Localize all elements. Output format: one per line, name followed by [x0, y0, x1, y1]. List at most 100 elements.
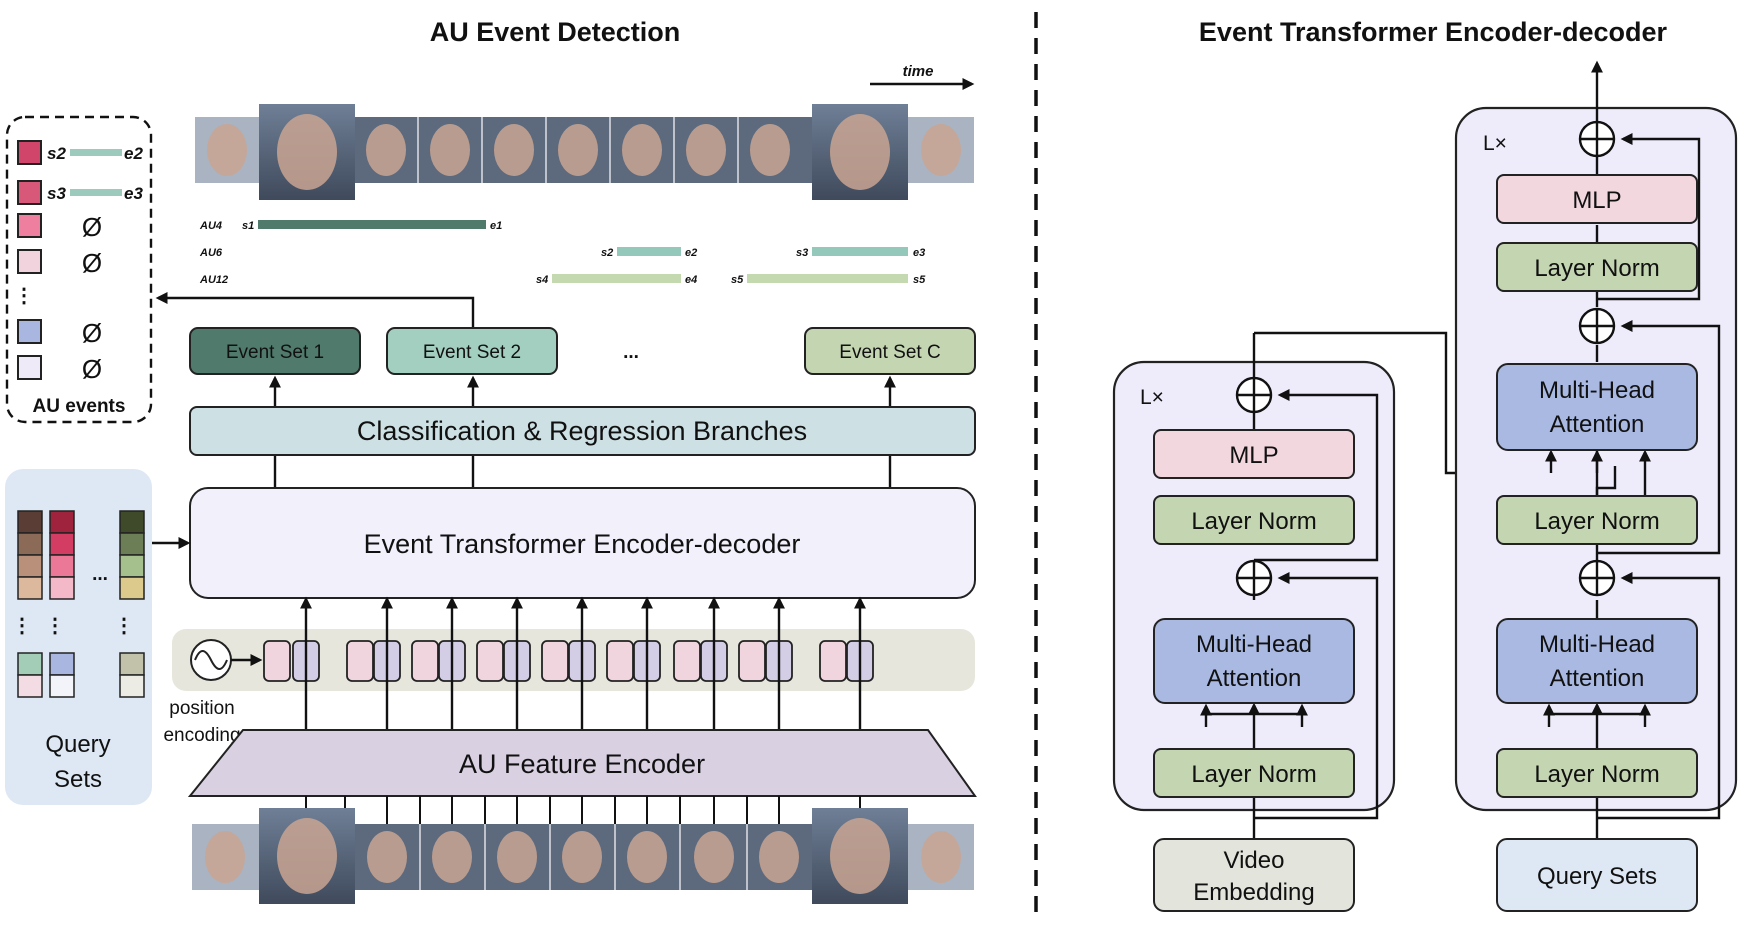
decoder-query-sets-label: Query Sets — [1537, 863, 1657, 890]
event-set-1 — [189, 327, 361, 375]
au-timeline: AU4 s1 e1 AU6 s2 e2 s3 e3 AU12 s4 e4 s5 … — [199, 220, 926, 286]
decoder-block: L× Layer Norm Multi-Head Attention — [1454, 60, 1738, 839]
au-feature-encoder — [187, 729, 977, 797]
decoder-self-attention-line1: Multi-Head — [1539, 631, 1655, 658]
au-label: AU4 — [199, 220, 222, 232]
event-swatch — [17, 355, 42, 380]
event-transformer-label: Event Transformer Encoder-decoder — [364, 529, 801, 559]
query-sets-panel: ... ⋮ ⋮ ⋮ Query Sets — [5, 469, 152, 805]
decoder-mlp — [1496, 174, 1698, 224]
video-embedding-line1: Video — [1224, 847, 1285, 874]
vertical-ellipsis: ⋮ — [12, 615, 32, 637]
decoder-mlp-label: MLP — [1572, 187, 1621, 214]
residual-connection — [1597, 572, 1721, 820]
decoder-layer-norm-bottom-label: Layer Norm — [1534, 761, 1659, 788]
time-label: time — [903, 63, 934, 80]
segment-start: s3 — [796, 247, 808, 259]
add-icon — [1578, 120, 1616, 158]
position-encoding-line1: position — [169, 698, 235, 719]
encoder-repeat: L× — [1140, 386, 1164, 409]
residual-connection — [1254, 389, 1379, 562]
event-swatch — [17, 319, 42, 344]
residual-connection — [1597, 133, 1701, 301]
video-embedding — [1153, 838, 1355, 912]
decoder-layer-norm-bottom — [1496, 748, 1698, 798]
decoder-layer-norm-mid-label: Layer Norm — [1534, 508, 1659, 535]
decoder-cross-attention-line1: Multi-Head — [1539, 377, 1655, 404]
decoder-self-attention-line2: Attention — [1550, 665, 1645, 692]
event-end: e3 — [124, 184, 143, 203]
event-set-2-label: Event Set 2 — [423, 342, 521, 363]
connector — [1204, 712, 1304, 727]
decoder-self-attention — [1496, 618, 1698, 704]
segment-start: s1 — [242, 220, 254, 232]
add-icon — [1235, 376, 1273, 414]
au-label: AU6 — [199, 247, 223, 259]
timeline-segment — [617, 247, 681, 256]
segment-start: s5 — [731, 274, 744, 286]
au-events-caption: AU events — [33, 396, 126, 417]
timeline-segment — [258, 220, 486, 229]
event-sets-ellipsis: ... — [623, 342, 639, 363]
decoder-layer-norm-mid — [1496, 495, 1698, 545]
encoder-attention-line1: Multi-Head — [1196, 631, 1312, 658]
empty-set-symbol: Ø — [82, 354, 102, 384]
output-arrow — [155, 292, 475, 328]
encoder-block: L× Layer Norm Multi-Head Attention — [1112, 331, 1551, 839]
segment-end: s5 — [913, 274, 926, 286]
event-set-2 — [386, 327, 558, 375]
event-end: e2 — [124, 144, 143, 163]
add-icon — [1578, 559, 1616, 597]
encoder-layer-norm-top-label: Layer Norm — [1191, 508, 1316, 535]
event-set-1-label: Event Set 1 — [226, 342, 324, 363]
encoder-mlp-label: MLP — [1229, 442, 1278, 469]
encoder-attention-line2: Attention — [1207, 665, 1302, 692]
decoder-cross-attention — [1496, 363, 1698, 451]
residual-connection — [1254, 572, 1379, 820]
event-bar — [70, 149, 122, 156]
encoder-mlp — [1153, 429, 1355, 479]
segment-end: e3 — [913, 247, 925, 259]
vertical-ellipsis: ⋮ — [45, 615, 65, 637]
segment-end: e4 — [685, 274, 697, 286]
event-start: s2 — [47, 144, 66, 163]
connector — [1595, 466, 1617, 496]
event-swatch — [17, 213, 42, 238]
timeline-segment — [552, 274, 681, 283]
event-set-c — [804, 327, 976, 375]
event-swatch — [17, 140, 42, 165]
top-face-strip — [195, 104, 974, 200]
au-events-box: s2 e2 s3 e3 Ø Ø ⋮ Ø Ø AU events — [5, 115, 153, 424]
timeline-segment — [747, 274, 908, 283]
video-embedding-line2: Embedding — [1193, 879, 1314, 906]
au-feature-encoder-label: AU Feature Encoder — [459, 749, 705, 779]
token-pairs — [263, 640, 874, 682]
add-icon — [1578, 307, 1616, 345]
event-set-c-label: Event Set C — [839, 342, 940, 363]
add-icon — [1235, 559, 1273, 597]
au-label: AU12 — [199, 274, 228, 286]
empty-set-symbol: Ø — [82, 318, 102, 348]
vertical-ellipsis: ⋮ — [14, 285, 34, 307]
decoder-repeat: L× — [1483, 132, 1507, 155]
encoder-attention — [1153, 618, 1355, 704]
position-encoding-icon — [190, 639, 232, 681]
encoder-layer-norm-bottom — [1153, 748, 1355, 798]
encoder-layer-norm-top — [1153, 495, 1355, 545]
classification-branches — [189, 406, 976, 456]
query-sets-label-line2: Sets — [54, 766, 102, 793]
position-encoding-line2: encoding — [163, 725, 240, 746]
decoder-layer-norm-top — [1496, 242, 1698, 292]
event-bar — [70, 189, 122, 196]
vertical-ellipsis: ⋮ — [114, 615, 134, 637]
event-start: s3 — [47, 184, 66, 203]
event-swatch — [17, 180, 42, 205]
timeline-segment — [812, 247, 908, 256]
right-title: Event Transformer Encoder-decoder — [1199, 17, 1668, 47]
segment-start: s4 — [536, 274, 548, 286]
query-ellipsis: ... — [92, 564, 108, 585]
residual-connection — [1597, 320, 1721, 555]
classification-label: Classification & Regression Branches — [357, 416, 807, 446]
decoder-cross-attention-line2: Attention — [1550, 411, 1645, 438]
